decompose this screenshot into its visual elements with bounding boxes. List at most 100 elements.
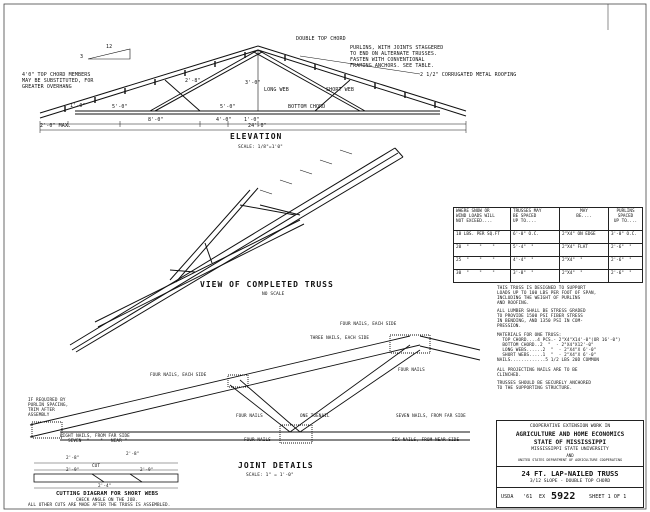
note-top-chord-members: 4'0" TOP CHORD MEMBERS MAY BE SUBSTITUTE… — [22, 72, 94, 90]
joint-note-required: IF REQUIRED BY PURLIN SPACING, TRIM AFTE… — [28, 398, 69, 418]
elevation-title: ELEVATION — [230, 132, 283, 141]
purlin-spacing-table: WHERE SNOW OR WIND LOADS WILL NOT EXCEED… — [453, 207, 643, 283]
note-materials: MATERIALS FOR ONE TRUSS: TOP CHORD....4 … — [497, 333, 621, 358]
perspective-top-chord-2 — [394, 147, 404, 158]
dim-span: 24'-0" — [248, 123, 267, 129]
long-web-right — [253, 49, 366, 112]
label-bottom-chord: BOTTOM CHORD — [288, 104, 326, 110]
table-cell-purlin: 2"x4" ON EDGE — [559, 230, 609, 244]
joint-four-nails-bottom: FOUR NAILS — [244, 438, 271, 443]
cut-dim-whole: 2'-4" — [98, 484, 112, 489]
joint-gusset-heel — [31, 421, 63, 439]
label-roofing: 2 1/2" CORRUGATED METAL ROOFING — [420, 72, 517, 78]
dim-5ft-a: 5'-0" — [112, 104, 128, 110]
table-row: 30 " " " 3'-8" " 2"x4" " 2'-6" " — [453, 269, 643, 283]
label-long-web: LONG WEB — [264, 87, 289, 93]
joint-three-nails-each-side: THREE NAILS, EACH SIDE — [310, 336, 370, 341]
cutting-diagram-title: CUTTING DIAGRAM FOR SHORT WEBS — [56, 491, 159, 497]
title-block: COOPERATIVE EXTENSION WORK IN AGRICULTUR… — [496, 420, 644, 508]
dim-8ft: 8'-0" — [148, 117, 164, 123]
title-block-sheet: SHEET 1 OF 1 — [589, 494, 627, 500]
completed-truss-title: VIEW OF COMPLETED TRUSS — [200, 280, 334, 289]
joint-four-nails-right: FOUR NAILS — [398, 368, 425, 373]
table-cell-load: 30 " " " — [453, 269, 511, 283]
perspective-top-chord — [69, 147, 404, 353]
title-block-code: USDA — [501, 494, 514, 500]
top-chord-right — [257, 45, 467, 117]
joint-gusset-bottom — [279, 424, 313, 444]
pitch-triangle — [87, 48, 131, 60]
perspective-webs — [169, 187, 301, 283]
label-purlins: PURLINS, WITH JOINTS STAGGERED TO END ON… — [350, 45, 444, 69]
title-block-number: 5922 — [551, 491, 576, 502]
cutting-diagram-note: ALL OTHER CUTS ARE MADE AFTER THE TRUSS … — [28, 503, 171, 508]
title-block-year: '61 — [523, 494, 533, 500]
dimension-lines — [39, 121, 467, 133]
dim-rise: 3'-0" — [245, 80, 261, 86]
joint-details-title: JOINT DETAILS — [238, 461, 314, 470]
cut-dim-bot-b: 2'-9" — [140, 468, 154, 473]
table-cell-spacing: 4'-4" " — [510, 256, 560, 270]
joint-four-nails-each-side-top: FOUR NAILS, EACH SIDE — [340, 322, 397, 327]
pitch-rise-label: 3 — [80, 54, 84, 60]
short-web-right — [314, 79, 351, 112]
dim-1ft: 1'-0" — [70, 103, 86, 109]
sheet-border — [3, 3, 647, 510]
title-block-line-4: MISSISSIPPI STATE UNIVERSITY — [531, 447, 609, 452]
cut-lines — [91, 473, 143, 483]
title-block-ex: EX — [539, 494, 546, 500]
table-header-spacing: TRUSSES MAY BE SPACED UP TO.... — [510, 207, 560, 231]
joint-four-nails-each-side-mid: FOUR NAILS, EACH SIDE — [150, 373, 207, 378]
title-block-line-6: UNITED STATES DEPARTMENT OF AGRICULTURE … — [517, 458, 623, 462]
dim-web: 2'-8" — [185, 78, 201, 84]
elevation-scale: SCALE: 1/8"=1'0" — [238, 145, 283, 150]
joint-one-toenail: ONE TOENAIL — [300, 414, 330, 419]
joint-top-chord — [29, 335, 481, 438]
completed-truss-scale: NO SCALE — [262, 292, 285, 297]
table-header-purlin-spacing: PURLINS SPACED UP TO.... — [608, 207, 643, 231]
label-double-top-chord: DOUBLE TOP CHORD — [296, 36, 346, 42]
note-lumber-grade: ALL LUMBER SHALL BE STRESS GRADED TO PRO… — [497, 309, 586, 329]
joint-gusset-mid — [227, 374, 249, 388]
long-web-left — [149, 49, 263, 112]
cut-dims — [34, 462, 178, 489]
table-cell-pspace: 3'-0" O.C. — [608, 230, 643, 244]
joint-bottom-chord — [60, 431, 470, 441]
top-chord-left — [39, 45, 259, 119]
table-cell-purlin: 2"x4" " — [559, 256, 609, 270]
joint-four-nails-mid: FOUR NAILS — [236, 414, 263, 419]
bottom-chord — [75, 110, 440, 115]
title-block-divider — [497, 466, 643, 467]
joint-details-drawing — [29, 334, 481, 444]
joint-eight-nails: EIGHT NAILS, FROM FAR SIDE SEVEN " " NEA… — [60, 434, 130, 444]
table-row: 18 LBS. PER SQ.FT 6'-0" O.C. 2"x4" ON ED… — [453, 230, 643, 244]
joint-details-scale: SCALE: 1" = 1'-0" — [246, 473, 294, 478]
joint-seven-nails: SEVEN NAILS, FROM FAR SIDE — [396, 414, 466, 419]
dim-4ft: 4'-0" — [216, 117, 232, 123]
table-cell-pspace: 2'-6" " — [608, 243, 643, 257]
cut-dim-top-b: 2'-8" — [126, 452, 140, 457]
title-block-drawing-subtitle: 3/12 SLOPE - DOUBLE TOP CHORD — [529, 479, 611, 484]
table-row: 25 " " " 4'-4" " 2"x4" " 2'-6" " — [453, 256, 643, 270]
perspective-bottom-chord — [94, 219, 305, 328]
title-block-line-3: STATE OF MISSISSIPPI — [533, 439, 607, 446]
title-block-drawing-title: 24 FT. LAP-NAILED TRUSS — [521, 470, 619, 478]
table-cell-spacing: 5'-4" " — [510, 243, 560, 257]
dim-overhang: 2'-0" MAX. — [40, 123, 72, 129]
table-cell-spacing: 6'-0" O.C. — [510, 230, 560, 244]
joint-six-nails: SIX NAILS, FROM NEAR SIDE — [392, 438, 460, 443]
table-cell-load: 25 " " " — [453, 256, 511, 270]
table-cell-load: 20 " " " — [453, 243, 511, 257]
table-header-purlin: MAY BE.... — [559, 207, 609, 231]
label-short-web: SHORT WEB — [326, 87, 354, 93]
title-block-line-2: AGRICULTURE AND HOME ECONOMICS — [515, 431, 625, 438]
cut-dim-top-a: 2'-8" — [66, 456, 80, 461]
cut-label: CUT — [92, 464, 101, 469]
joint-long-web — [289, 344, 421, 433]
cut-dim-bot-a: 2'-9" — [66, 468, 80, 473]
pitch-run-label: 12 — [106, 44, 113, 50]
table-row: 20 " " " 5'-4" " 2"x4" FLAT 2'-6" " — [453, 243, 643, 257]
dim-1ft-b: 1'-0" — [244, 117, 260, 123]
title-block-divider-2 — [497, 487, 643, 488]
